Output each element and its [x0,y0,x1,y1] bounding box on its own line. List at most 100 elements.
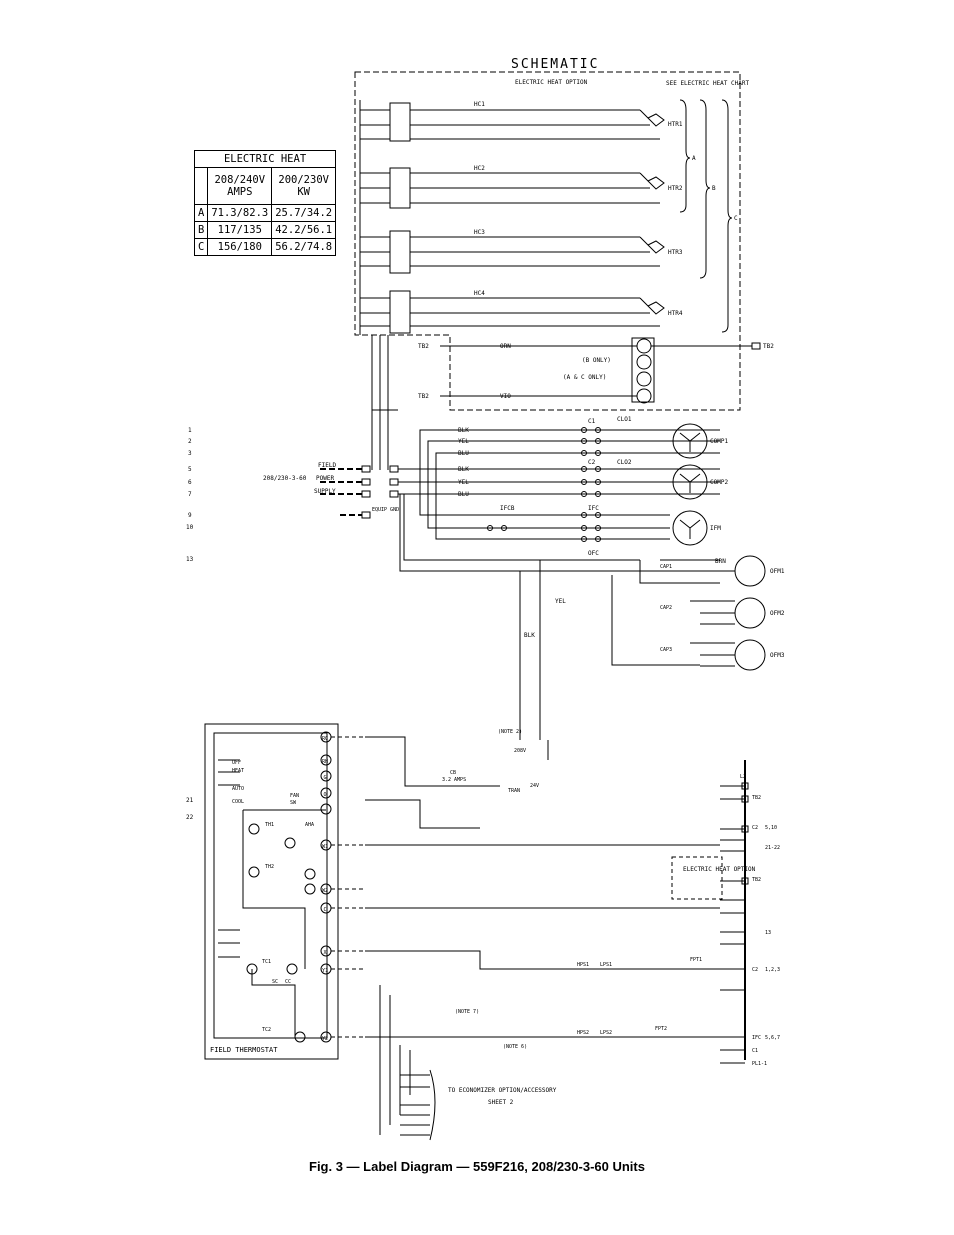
heater-module-1 [360,102,665,142]
comp2-motor [672,464,708,500]
terminal-label: TB2 [418,393,429,400]
lead-label: C2 [752,967,758,973]
breaker-label: CB [450,770,456,776]
schematic-title: SCHEMATIC [511,57,600,72]
lead-label: TB2 [752,795,761,801]
transformer-volts: 208V [514,748,526,754]
breaker-rating: 3.2 AMPS [442,777,466,783]
contact-label: HC1 [474,101,485,108]
thermostat-terminal-label: W2 [322,888,328,894]
wire-tag: BLK [524,632,535,639]
side-ref: 1,2,3 [765,967,780,973]
line-number: 7 [188,491,192,498]
contactor-label: C2 [588,459,596,466]
wire-tag: YEL [458,479,469,486]
thermostat-terminal-label: W1 [322,844,328,850]
group-label: C [734,215,738,222]
lead-label: C1 [752,1048,758,1054]
limit-label: (A & C ONLY) [563,374,606,381]
sensor-label: LPS2 [600,1030,612,1036]
note-label: (NOTE 6) [503,1044,527,1050]
ofm2-motor [734,597,766,629]
line-number: 3 [188,450,192,457]
heater-label: HTR1 [668,121,683,128]
thermostat-terminal-label: Y2 [322,1036,328,1042]
heater-module-2 [360,167,665,209]
sensor-label: FPT1 [690,957,702,963]
electric-heat-table: ELECTRIC HEAT 208/240V AMPS 200/230V KW … [193,150,337,256]
field-label: POWER [316,475,334,482]
contactor-label: IFC [588,505,599,512]
side-ref: 21-22 [765,845,780,851]
line-number: 13 [186,556,194,563]
group-label: A [692,155,696,162]
line-number: 2 [188,438,192,445]
comp1-motor [672,423,708,459]
wire-tag: ORN [500,343,511,350]
economizer-note: SHEET 2 [488,1099,514,1106]
side-ref: 13 [765,930,771,936]
contactor-label: C1 [588,418,596,425]
line-number: 1 [188,427,192,434]
field-label: FIELD [318,462,336,469]
contactor-label: IFCB [500,505,515,512]
contact-label: HC4 [474,290,485,297]
contactor-label: CLO2 [617,459,632,466]
see-chart-note: SEE ELECTRIC HEAT CHART [666,80,749,87]
thermostat-component: TC2 [262,1027,271,1033]
thermostat-terminal-label: O [323,792,326,798]
thermostat-component: AHA [305,822,314,828]
terminal-label: TB2 [763,343,774,350]
field-thermostat-box [204,723,339,1060]
transformer-label: TRAN [508,788,520,794]
sensor-label: HPS2 [577,1030,589,1036]
thermostat-terminal-label: RC [322,736,328,742]
switch-label: OFF [232,760,241,766]
wire-tag: YEL [458,438,469,445]
table-cell: 56.2/74.8 [271,238,337,256]
heater-label: HTR2 [668,185,683,192]
sensor-label: HPS1 [577,962,589,968]
lead-label: IFC [752,1035,761,1041]
line-number: 5 [188,466,192,473]
terminal-label: TB2 [418,343,429,350]
table-cell: 117/135 [207,221,273,239]
heater-module-4 [360,290,665,334]
thermostat-component: CC [285,979,291,985]
limit-label: (B ONLY) [582,357,611,364]
thermostat-terminal-label: G [323,775,326,781]
thermostat-title: FIELD THERMOSTAT [210,1046,278,1054]
contactor-contacts [487,427,601,542]
wire-tag: BLU [458,450,469,457]
switch-label: HEAT [232,768,244,774]
ground-label: EQUIP GND [372,507,399,513]
side-ref: 5,6,7 [765,1035,780,1041]
table-cell: 156/180 [207,238,273,256]
line-number: 9 [188,512,192,519]
contact-label: HC2 [474,165,485,172]
motor-label: OFM2 [770,610,785,617]
switch-label: AUTO [232,786,244,792]
table-cell: 42.2/56.1 [271,221,337,239]
motor-label: COMP2 [710,479,728,486]
thermostat-terminal-label: X [323,950,326,956]
thermostat-component: TH1 [265,822,274,828]
switch-label: COOL [232,799,244,805]
field-label: SUPPLY [314,488,336,495]
section-label: ELECTRIC HEAT OPTION [515,79,588,86]
motor-label: IFM [710,525,721,532]
line-number: 21 [186,797,194,804]
heater-module-3 [360,230,665,274]
heater-label: HTR4 [668,310,683,317]
motor-label: OFM3 [770,652,785,659]
table-header-cell: 200/230V KW [271,167,337,205]
electric-heat-box-label: ELECTRIC HEAT OPTION [683,866,756,873]
lead-label: TB2 [752,877,761,883]
contactor-label: OFC [588,550,599,557]
thermostat-terminal-label: Y1 [322,968,328,974]
note-label: (NOTE 2) [498,729,522,735]
motor-label: COMP1 [710,438,728,445]
capacitor-label: CAP1 [660,564,672,570]
ofm1-motor [734,555,766,587]
wire-tag: BLK [458,466,469,473]
